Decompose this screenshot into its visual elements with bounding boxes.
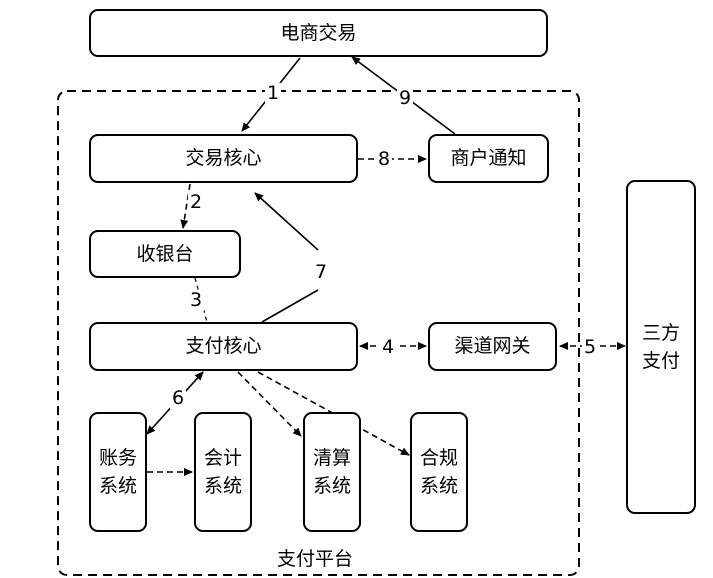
- platform-label: 支付平台: [277, 548, 354, 570]
- edge-label-2: 2: [188, 191, 205, 213]
- edge-2-line: [180, 183, 191, 229]
- node-third-party-label: 三方 支付: [641, 321, 680, 373]
- node-account-system: 账务 系统: [89, 412, 147, 532]
- node-third-party: 三方 支付: [626, 180, 696, 514]
- edge-label-3: 3: [188, 289, 205, 311]
- node-ecommerce-label: 电商交易: [280, 21, 357, 44]
- node-clearing-system: 清算 系统: [303, 412, 361, 532]
- node-merchant-notify: 商户通知: [428, 134, 549, 183]
- node-channel-gateway: 渠道网关: [428, 322, 557, 371]
- edge-pay-compliance-line: [257, 371, 410, 456]
- node-compliance-system-label: 合规 系统: [419, 446, 458, 498]
- edge-label-8: 8: [376, 148, 393, 170]
- node-trade-core-label: 交易核心: [185, 147, 262, 170]
- node-cashier: 收银台: [89, 230, 241, 278]
- node-pay-core-label: 支付核心: [185, 335, 262, 358]
- node-accounting-system-label: 会计 系统: [203, 446, 242, 498]
- edge-label-9: 9: [397, 87, 414, 109]
- edge-7-line-b: [254, 192, 319, 251]
- node-merchant-notify-label: 商户通知: [450, 147, 527, 170]
- edge-label-5: 5: [582, 336, 599, 358]
- node-clearing-system-label: 清算 系统: [312, 446, 351, 498]
- node-channel-gateway-label: 渠道网关: [454, 335, 531, 358]
- node-trade-core: 交易核心: [89, 134, 358, 183]
- platform-boundary: [57, 90, 580, 576]
- edge-label-1: 1: [265, 82, 282, 104]
- edge-label-6: 6: [170, 387, 187, 409]
- edge-label-4: 4: [380, 336, 397, 358]
- node-ecommerce: 电商交易: [89, 9, 548, 57]
- node-pay-core: 支付核心: [89, 322, 358, 371]
- node-cashier-label: 收银台: [136, 242, 194, 265]
- edge-pay-clearing-line: [237, 371, 302, 437]
- edge-7-line: [261, 289, 319, 323]
- edge-label-7: 7: [313, 261, 330, 283]
- node-compliance-system: 合规 系统: [410, 412, 468, 532]
- node-account-system-label: 账务 系统: [98, 446, 137, 498]
- node-accounting-system: 会计 系统: [194, 412, 252, 532]
